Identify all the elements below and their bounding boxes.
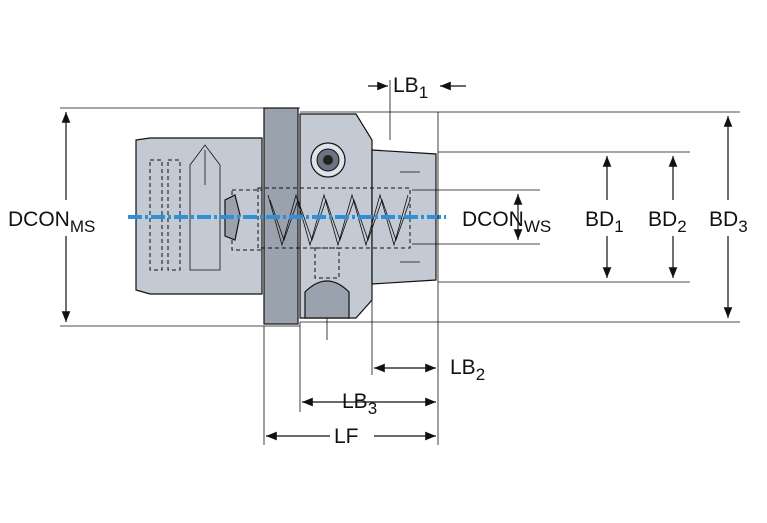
clamp-screw	[310, 142, 346, 178]
lb1-label: LB1	[393, 74, 428, 102]
dimension-labels: DCONMS DCONWS BD1 BD2 BD3 LB1 LB2 LB3 LF	[8, 74, 748, 448]
lb3-label: LB3	[342, 390, 377, 418]
lb2-label: LB2	[450, 356, 485, 384]
lf-label: LF	[334, 425, 359, 448]
bd1-label: BD1	[585, 208, 624, 236]
dcon-ws-label: DCONWS	[462, 208, 551, 236]
tool-holder-body	[135, 107, 437, 340]
lower-pin	[304, 247, 350, 340]
bd2-label: BD2	[648, 208, 687, 236]
bd3-label: BD3	[709, 208, 748, 236]
extension-lines	[60, 80, 740, 445]
spring-detail	[267, 193, 409, 247]
dcon-ms-label: DCONMS	[8, 208, 95, 236]
spring-detail-2	[269, 198, 411, 242]
